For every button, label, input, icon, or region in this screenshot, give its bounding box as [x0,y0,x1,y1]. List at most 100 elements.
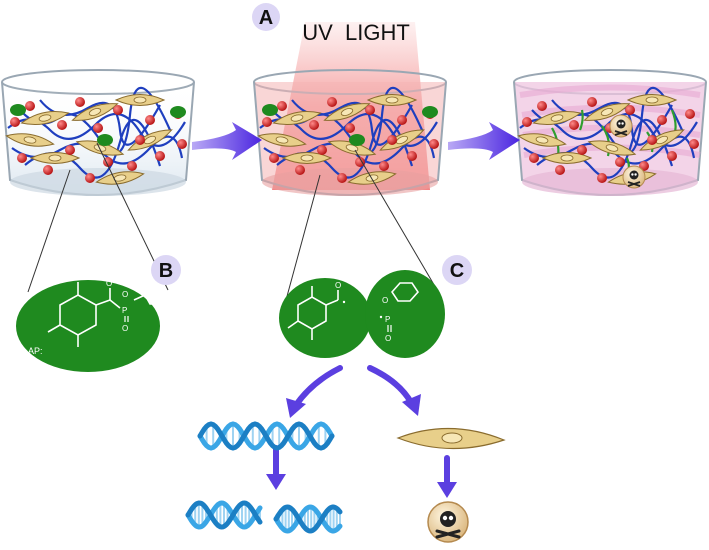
polymer-bead [75,97,85,107]
polymer-bead [327,97,337,107]
polymer-bead [309,120,319,130]
photoinitiator-dot [10,104,26,116]
cell-nucleus [275,136,289,144]
cell-icon [587,140,637,156]
polymer-bead [529,153,539,163]
polymer-bead [262,117,272,127]
dna-backbone [273,504,343,534]
polymer-bead [355,157,365,167]
cell-nucleus [88,108,102,116]
polymer-bead [317,145,327,155]
dna-backbone [197,421,335,451]
polymer-bead [135,135,145,145]
polymer-bead [85,173,95,183]
radical-fragments: O O P O [279,270,445,358]
cell-icon [517,133,567,147]
polymer-bead [345,123,355,133]
o-atom: O [122,324,128,333]
polymer-bead [657,115,667,125]
cell-icon [327,140,377,156]
cell-nucleus [365,174,379,182]
skull-icon [622,165,646,189]
cell-nucleus [23,136,37,144]
polymer-bead [537,101,547,111]
lap-label: LAP: [23,346,43,356]
cell-nucleus [345,144,359,152]
photoinitiator-dot [262,104,278,116]
cell-icon [29,152,81,164]
polymer-bead [429,139,439,149]
cell-icon [114,94,166,106]
polymer-bead [597,173,607,183]
cell-nucleus [645,96,659,104]
polymer-bead [93,123,103,133]
cell-nucleus [656,135,668,145]
polymer-bead [65,145,75,155]
skull-icon [427,501,469,543]
cell-nucleus [550,114,564,122]
cell-icon [5,133,55,147]
cell-icon [71,103,119,121]
polymer-bead [337,173,347,183]
label-a: A [252,3,280,31]
polymer-bead [269,153,279,163]
photoinitiator-dot [170,106,186,118]
cell-nucleus [48,154,62,162]
polymer-bead [397,115,407,125]
polymer-bead [277,101,287,111]
cell-icon [583,103,631,121]
arrow-heads [266,394,457,498]
gel-network-right [517,86,699,185]
uv-light-title: UV LIGHT [302,20,410,45]
crosslink-strand [578,109,584,131]
label-c: C [442,255,472,285]
polymer-bead [577,145,587,155]
photoinitiator-dot [97,134,113,146]
o-atom: O [385,334,391,343]
polymer-bead [522,117,532,127]
cell-icon [272,110,322,126]
polymer-bead [407,151,417,161]
o-atom: O [335,281,341,290]
cell-nucleus [340,108,354,116]
cell-nucleus [385,96,399,104]
cell-nucleus [290,114,304,122]
cell-icon [532,110,582,126]
cell-icon [281,152,333,164]
label-a-text: A [259,7,273,29]
label-c-text: C [450,260,464,282]
photoinitiator-dot [422,106,438,118]
cell-nucleus [93,144,107,152]
polymer-bead [569,120,579,130]
dna-icon [197,421,335,451]
gel-network-left [5,86,187,185]
cell-nucleus [133,96,147,104]
cell-nucleus [560,154,574,162]
zoom-lines-c [285,149,441,301]
cell-icon [626,94,678,106]
polymer-bead [113,105,123,115]
polymer-bead [25,101,35,111]
dna-backbone [185,500,263,530]
polymer-bead [379,161,389,171]
cell-nucleus [600,108,614,116]
lap-molecule: O O P O LAP: [16,279,169,372]
p-atom: P [385,315,390,324]
cell-nucleus [605,144,619,152]
polymer-bead [555,165,565,175]
label-b: B [151,255,181,285]
o-atom: O [106,279,112,288]
polymer-bead [365,105,375,115]
cell-icon [366,94,418,106]
cell-icon [541,152,593,164]
cell-icon [347,171,397,185]
polymer-bead [145,115,155,125]
polymer-bead [615,157,625,167]
polymer-bead [647,135,657,145]
skull-icon [609,114,633,138]
cell-icon [323,103,371,121]
cell-icon [396,427,506,450]
polymer-bead [43,165,53,175]
polymer-bead [17,153,27,163]
photoinitiator-dot [349,134,365,146]
